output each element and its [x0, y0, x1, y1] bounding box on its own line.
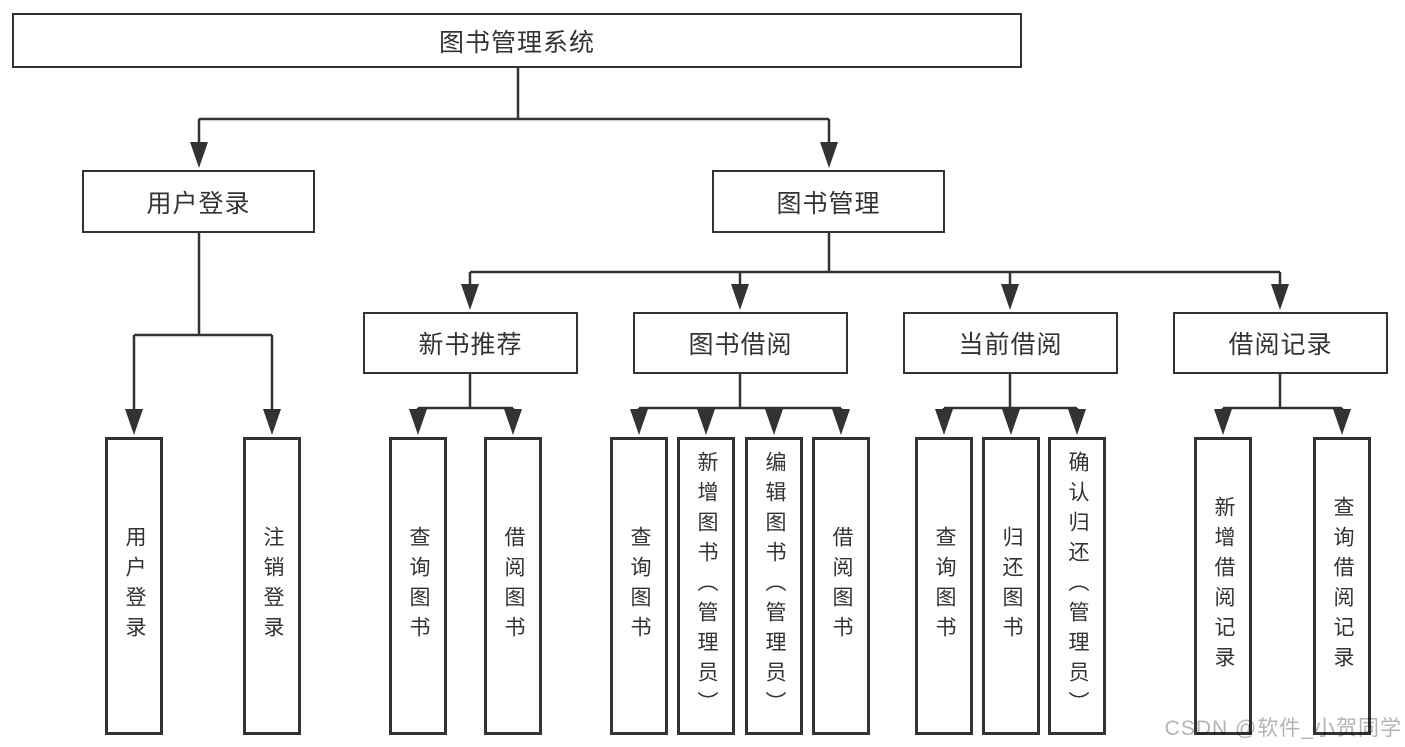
leaf-query-book-current: 查询图书 [915, 437, 973, 735]
leaf-query-book-borrowing: 查询图书 [610, 437, 668, 735]
connector-newbook-to-leaves [416, 374, 515, 411]
connector-records-to-leaves [1221, 374, 1344, 411]
arrowhead [630, 409, 648, 435]
connector-current-to-leaves [942, 374, 1079, 411]
arrowhead [1002, 409, 1020, 435]
arrowhead [409, 409, 427, 435]
connector-borrowing-to-leaves [637, 374, 843, 411]
leaf-confirm-return-admin: 确认归还（管理员） [1048, 437, 1106, 735]
leaf-query-borrowing-record: 查询借阅记录 [1313, 437, 1371, 735]
arrowhead [190, 142, 208, 168]
arrowhead [697, 409, 715, 435]
leaf-borrow-book-recommend: 借阅图书 [484, 437, 542, 735]
arrowhead [125, 409, 143, 435]
arrowhead [1068, 409, 1086, 435]
arrowhead [504, 409, 522, 435]
leaf-add-borrowing-record: 新增借阅记录 [1194, 437, 1252, 735]
leaf-borrow-book-borrowing: 借阅图书 [812, 437, 870, 735]
arrowheads [125, 142, 1351, 435]
node-borrowing-records: 借阅记录 [1173, 312, 1388, 374]
arrowhead [1333, 409, 1351, 435]
arrowhead [820, 142, 838, 168]
arrowhead [731, 284, 749, 310]
leaf-return-book: 归还图书 [982, 437, 1040, 735]
leaf-query-book-recommend: 查询图书 [389, 437, 447, 735]
arrowhead [935, 409, 953, 435]
arrowhead [1214, 409, 1232, 435]
leaf-logout: 注销登录 [243, 437, 301, 735]
arrowhead [1271, 284, 1289, 310]
arrowhead [832, 409, 850, 435]
node-current-borrowing: 当前借阅 [903, 312, 1118, 374]
arrowhead [263, 409, 281, 435]
node-book-management-module: 图书管理 [712, 170, 945, 233]
connector-root-to-level2 [197, 68, 831, 144]
leaf-add-book-admin: 新增图书（管理员） [677, 437, 735, 735]
connector-userlogin-to-leaves [132, 233, 274, 411]
node-user-login-module: 用户登录 [82, 170, 315, 233]
arrowhead [1001, 284, 1019, 310]
node-root-system: 图书管理系统 [12, 13, 1022, 68]
leaf-user-login: 用户登录 [105, 437, 163, 735]
arrowhead [765, 409, 783, 435]
leaf-edit-book-admin: 编辑图书（管理员） [745, 437, 803, 735]
csdn-watermark: CSDN @软件_小贺同学 [1164, 717, 1402, 740]
arrowhead [461, 284, 479, 310]
node-new-book-recommend: 新书推荐 [363, 312, 578, 374]
connector-bookmgmt-to-level3 [468, 233, 1282, 286]
connector-strokes [132, 68, 1344, 411]
node-book-borrowing: 图书借阅 [633, 312, 848, 374]
